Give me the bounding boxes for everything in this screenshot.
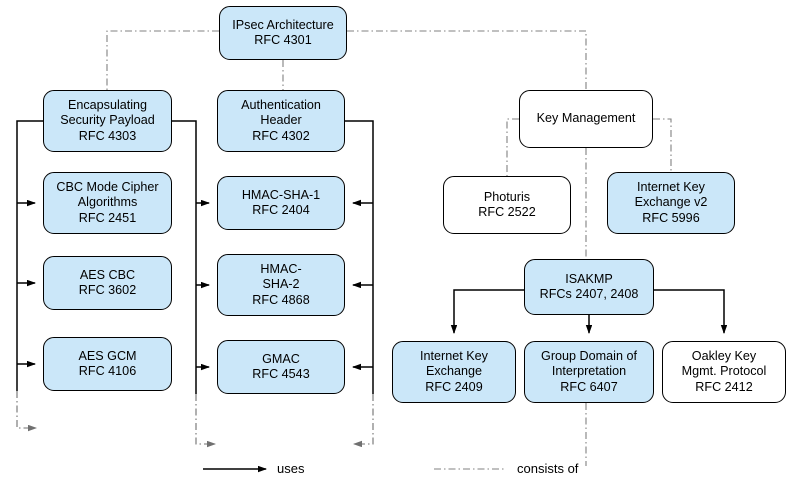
node-label-line: RFC 6407 [560, 379, 618, 394]
edge-esp-bus-right [172, 120, 197, 394]
node-label-line: RFC 2451 [78, 210, 137, 225]
node-label-line: RFC 4543 [252, 367, 310, 381]
node-label-line: RFCs 2407, 2408 [539, 287, 639, 301]
node-label-line: RFC 4302 [252, 128, 310, 143]
node-label-line: SHA-2 [262, 277, 300, 292]
node-label-line: IPsec Architecture [232, 17, 334, 32]
edge-km-to-photuris [506, 118, 519, 176]
node-label-line: RFC 4301 [254, 33, 312, 47]
node-label-line: CBC Mode Cipher [56, 179, 159, 194]
edge-continuation-esp-right [195, 394, 216, 448]
node-label-line: Header [260, 113, 302, 128]
edge-km-to-ikev2 [653, 118, 672, 172]
edge-isakmp-to-oakley [654, 289, 728, 334]
node-label-line: Mgmt. Protocol [681, 364, 767, 379]
node-label-line: Photuris [483, 189, 531, 204]
node-label-line: RFC 4303 [78, 128, 137, 143]
node-label-line: Interpretation [551, 364, 627, 379]
edge-ah-bus-right [345, 120, 374, 394]
node-label-line: RFC 2404 [252, 203, 310, 217]
node-label-line: AES CBC [79, 267, 136, 282]
node-label-line: Encapsulating [67, 97, 148, 112]
edge-esp-bus-left [16, 120, 43, 391]
edge-continuation-esp-left [16, 391, 37, 432]
node-label-line: GMAC [262, 351, 300, 366]
edge-ipsec-to-esp [106, 30, 219, 90]
node-label-line: RFC 2522 [478, 205, 536, 219]
node-label-line: RFC 4106 [78, 364, 137, 378]
edge-isakmp-to-ike [450, 289, 524, 334]
node-label-line: HMAC- [260, 261, 302, 276]
node-label-line: Algorithms [77, 195, 138, 210]
node-label-line: RFC 4868 [252, 292, 310, 307]
node-key-management[interactable]: Key Management [519, 90, 653, 148]
node-label-line: Internet Key [637, 179, 705, 194]
node-label-line: RFC 2412 [695, 379, 753, 394]
node-label-line: HMAC-SHA-1 [241, 187, 321, 202]
node-label-line: Oakley Key [691, 348, 757, 363]
node-label-line: Security Payload [60, 113, 155, 128]
legend-consists-of-label: consists of [517, 461, 579, 476]
node-label-line: AES GCM [78, 348, 137, 363]
node-label-line: Exchange [425, 364, 482, 379]
node-label-line: RFC 2409 [425, 379, 483, 394]
node-label-line: Authentication [241, 97, 321, 112]
edge-continuation-ah-right [353, 394, 374, 448]
node-label-line: Internet Key [420, 348, 488, 363]
node-label-line: Group Domain of [541, 348, 637, 363]
node-label-line: RFC 5996 [642, 210, 700, 225]
node-label-line: ISAKMP [565, 271, 613, 286]
edge-ipsec-to-km [347, 30, 587, 90]
node-label-line: Key Management [536, 111, 636, 126]
node-label-line: Exchange v2 [634, 195, 708, 210]
node-label-line: RFC 3602 [78, 283, 137, 297]
legend-uses-label: uses [277, 461, 305, 476]
